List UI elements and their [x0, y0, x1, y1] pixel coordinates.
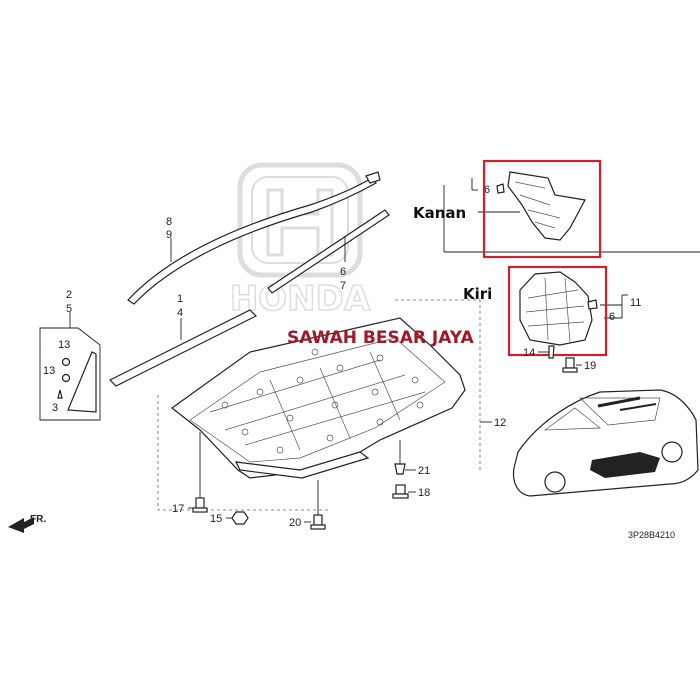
svg-text:FR.: FR.	[30, 514, 46, 525]
callout-8: 8	[166, 216, 172, 228]
label-kanan: Kanan	[413, 204, 466, 222]
clip-13a[interactable]	[61, 357, 71, 367]
callout-11: 11	[630, 297, 641, 309]
roof-molding-long[interactable]	[127, 171, 381, 305]
clip-right[interactable]	[496, 183, 505, 194]
nut-15[interactable]	[231, 511, 249, 525]
clip-14[interactable]	[548, 345, 555, 359]
clip-13b[interactable]	[61, 373, 71, 383]
callout-5: 5	[66, 303, 72, 315]
callout-17: 17	[172, 503, 184, 515]
label-kiri: Kiri	[463, 285, 492, 303]
callout-15: 15	[210, 513, 222, 525]
callout-9: 9	[166, 229, 172, 241]
front-direction-arrow: FR.	[8, 514, 46, 533]
callout-18: 18	[418, 487, 430, 499]
splash-guard-left[interactable]	[519, 271, 593, 346]
bolt-17[interactable]	[192, 497, 208, 513]
shop-name: SAWAH BESAR JAYA	[287, 328, 474, 348]
floor-undercover[interactable]	[171, 317, 466, 479]
bolt-19[interactable]	[562, 357, 578, 373]
highlight-box-left	[507, 265, 608, 357]
callout-7: 7	[340, 280, 346, 292]
callout-6: 6	[340, 266, 346, 278]
callout-13-top: 13	[58, 339, 70, 351]
callout-6-left: 6	[609, 311, 615, 323]
highlight-box-right	[482, 159, 602, 259]
callout-14: 14	[523, 347, 535, 359]
triangle-garnish[interactable]	[67, 351, 97, 413]
splash-guard-right[interactable]	[507, 171, 586, 241]
clip-3[interactable]	[57, 389, 63, 399]
clip-left[interactable]	[587, 299, 598, 310]
callout-1: 1	[177, 293, 183, 305]
diagram-code: 3P28B4210	[628, 530, 675, 540]
bolt-20[interactable]	[310, 514, 326, 530]
callout-2: 2	[66, 289, 72, 301]
callout-3: 3	[52, 402, 58, 414]
callout-6-right: 6	[484, 184, 490, 196]
callout-19: 19	[584, 360, 596, 372]
callout-21: 21	[418, 465, 430, 477]
side-sill-molding[interactable]	[108, 309, 258, 387]
honda-logo-watermark: HONDA	[229, 162, 372, 320]
bolt-18[interactable]	[392, 484, 409, 499]
callout-4: 4	[177, 307, 183, 319]
car-location-illustration	[512, 389, 699, 497]
callout-13-mid: 13	[43, 365, 55, 377]
callout-20: 20	[289, 517, 301, 529]
callout-12: 12	[494, 417, 506, 429]
roof-molding-short[interactable]	[267, 209, 390, 294]
clip-21[interactable]	[394, 463, 406, 475]
